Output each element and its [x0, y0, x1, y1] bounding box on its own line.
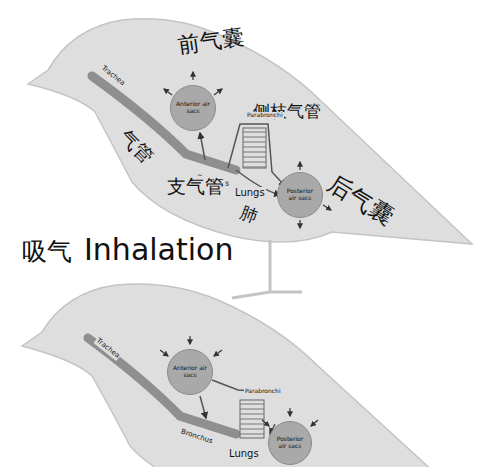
part-label: Lungs — [228, 448, 260, 459]
parabronchi-stripe — [243, 162, 266, 163]
part-label: 支气管 — [166, 176, 225, 197]
part-label: Parabronchi — [244, 388, 282, 395]
part-label: Parabronchi — [246, 112, 284, 119]
parabronchi-stripe — [243, 147, 266, 148]
parabronchi-stripe — [240, 419, 264, 420]
bird-exhalation — [22, 284, 470, 467]
air-sac-circle: Anterior air sacs — [167, 349, 213, 395]
parabronchi-stripe — [243, 157, 266, 158]
air-sac-circle: Posterior air sacs — [268, 421, 312, 465]
parabronchi-stripe — [240, 424, 264, 425]
part-label: 吸气 — [22, 238, 72, 266]
air-sac-label: Posterior air sacs — [282, 188, 318, 201]
air-sac-label: Anterior air sacs — [175, 101, 211, 114]
parabronchi-stripe — [243, 132, 266, 133]
air-sac-label: Anterior air sacs — [172, 365, 208, 378]
part-label: Lungs — [234, 187, 266, 198]
parabronchi-stripe — [240, 404, 264, 405]
part-label: Inhalation — [84, 233, 233, 266]
parabronchi-stripe — [240, 414, 264, 415]
air-sac-circle: Anterior air sacs — [170, 85, 216, 131]
parabronchi-stripe — [243, 137, 266, 138]
air-sac-label: Posterior air sacs — [273, 436, 307, 449]
parabronchi-stripe — [240, 409, 264, 410]
air-sac-circle: Posterior air sacs — [277, 172, 323, 218]
parabronchi-stripe — [240, 434, 264, 435]
bird-inhalation — [28, 19, 472, 298]
parabronchi-stripe — [243, 142, 266, 143]
parabronchi-stripe — [243, 152, 266, 153]
parabronchi-stripe — [240, 429, 264, 430]
parabronchi-stripe — [243, 167, 266, 168]
